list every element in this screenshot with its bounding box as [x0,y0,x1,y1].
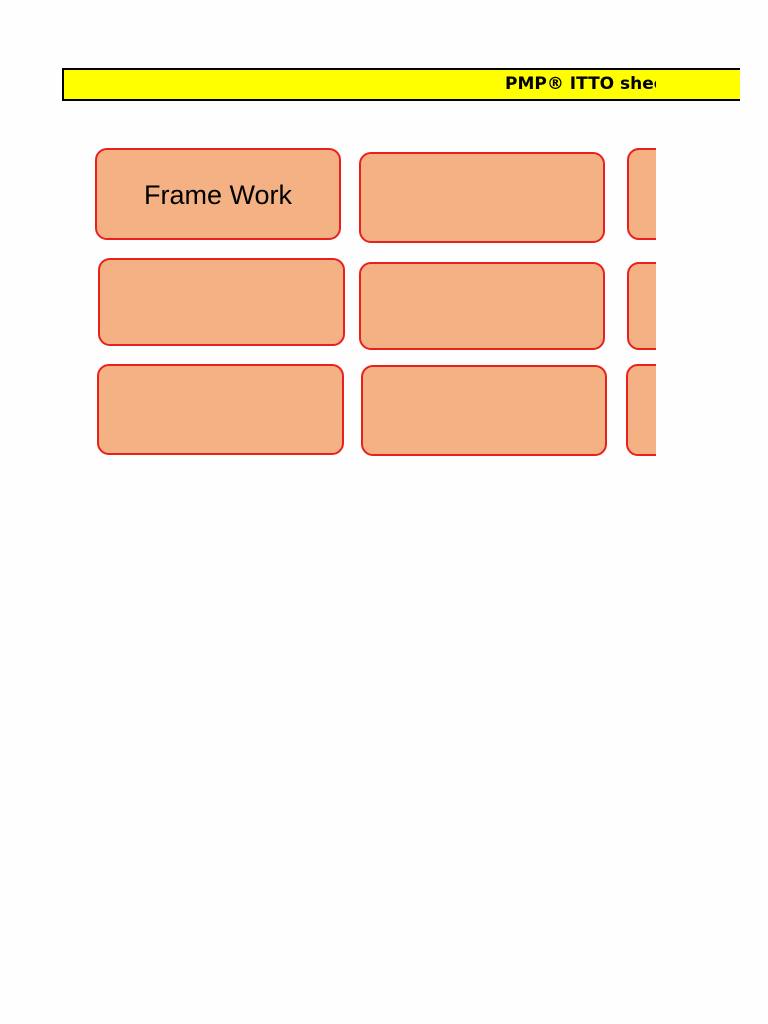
tile-label: Frame Work [143,179,292,210]
page-clip-edge [656,102,768,1024]
tile-r2-c2[interactable] [359,262,605,350]
title-bar-overflow [656,70,740,99]
tile-r3-c2[interactable] [361,365,607,456]
tile-r2-c1[interactable] [98,258,345,346]
sheet-title: PMP® ITTO shee [505,74,666,94]
sheet-title-bar: PMP® ITTO shee [62,68,740,101]
tile-framework[interactable]: Frame Work [95,148,341,240]
tile-r3-c1[interactable] [97,364,344,455]
tile-r1-c2[interactable] [359,152,605,243]
